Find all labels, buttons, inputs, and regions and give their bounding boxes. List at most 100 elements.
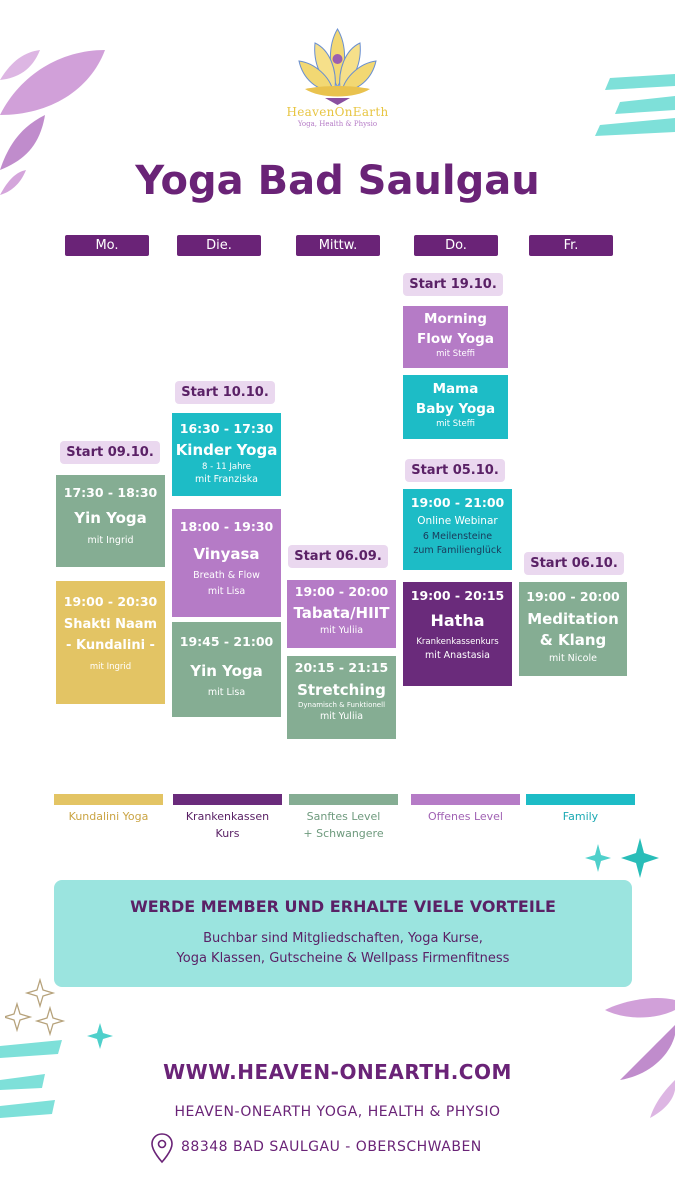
start-date-thursday-morning: Start 19.10. bbox=[403, 273, 503, 296]
member-heading: WERDE MEMBER UND ERHALTE VIELE VORTEILE bbox=[130, 897, 556, 916]
class-name-subtitle: & Klang bbox=[539, 631, 607, 649]
class-card-yin-yoga-tuesday[interactable]: 19:45 - 21:00 Yin Yoga mit Lisa bbox=[172, 622, 281, 717]
legend-bar-family bbox=[526, 794, 635, 805]
class-card-kinder-yoga[interactable]: 16:30 - 17:30 Kinder Yoga 8 - 11 Jahre m… bbox=[172, 413, 281, 496]
class-name-subtitle: - Kundalini - bbox=[66, 638, 155, 653]
class-age: 8 - 11 Jahre bbox=[201, 462, 252, 472]
class-card-morning-flow-yoga[interactable]: Morning Flow Yoga mit Steffi bbox=[403, 306, 508, 368]
class-teacher: mit Lisa bbox=[207, 687, 246, 698]
class-teacher: mit Steffi bbox=[436, 349, 475, 359]
member-promo-box[interactable]: WERDE MEMBER UND ERHALTE VIELE VORTEILE … bbox=[54, 880, 632, 987]
class-time: 20:15 - 21:15 bbox=[294, 660, 389, 675]
class-name: Meditation bbox=[527, 610, 619, 628]
brush-stroke-top-right bbox=[595, 74, 675, 136]
class-time: 19:00 - 21:00 bbox=[410, 495, 505, 510]
start-date-wednesday: Start 06.09. bbox=[288, 545, 388, 568]
class-name: Mama bbox=[432, 381, 479, 397]
class-card-hatha[interactable]: 19:00 - 20:15 Hatha Krankenkassenkurs mi… bbox=[403, 582, 512, 686]
legend-text: Krankenkassen bbox=[185, 810, 270, 823]
class-teacher: mit Yuliia bbox=[319, 625, 364, 636]
class-teacher: mit Anastasia bbox=[425, 650, 490, 661]
legend: Kundalini Yoga Krankenkassen Kurs Sanfte… bbox=[0, 794, 675, 854]
class-time: 16:30 - 17:30 bbox=[179, 421, 274, 436]
class-card-meditation-klang[interactable]: 19:00 - 20:00 Meditation & Klang mit Nic… bbox=[519, 582, 627, 676]
class-subtitle-2: zum Familienglück bbox=[413, 545, 502, 556]
start-date-monday: Start 09.10. bbox=[60, 441, 160, 464]
legend-text: Family bbox=[562, 810, 599, 823]
class-time: 19:45 - 21:00 bbox=[179, 634, 274, 649]
organization-name: HEAVEN-ONEARTH YOGA, HEALTH & PHYSIO bbox=[174, 1104, 501, 1120]
start-date-tuesday: Start 10.10. bbox=[175, 381, 275, 404]
class-name: Kinder Yoga bbox=[175, 441, 278, 459]
class-teacher: mit Yuliia bbox=[319, 711, 364, 722]
class-teacher: mit Ingrid bbox=[87, 535, 134, 546]
legend-label-sanftes-level: Sanftes Level + Schwangere bbox=[279, 808, 408, 842]
website-link[interactable]: WWW.HEAVEN-ONEARTH.COM bbox=[163, 1060, 512, 1084]
class-subtitle: 6 Meilensteine bbox=[422, 531, 493, 542]
sparkle-icon-left bbox=[5, 978, 113, 1049]
brand-tagline: Yoga, Health & Physio bbox=[297, 120, 378, 128]
legend-label-kundalini: Kundalini Yoga bbox=[44, 808, 173, 825]
class-name: Yin Yoga bbox=[190, 662, 263, 680]
day-header-thursday: Do. bbox=[414, 235, 498, 256]
legend-label-krankenkassen: Krankenkassen Kurs bbox=[163, 808, 292, 842]
class-card-mama-baby-yoga[interactable]: Mama Baby Yoga mit Steffi bbox=[403, 375, 508, 439]
legend-bar-krankenkassen bbox=[173, 794, 282, 805]
class-card-online-webinar[interactable]: 19:00 - 21:00 Online Webinar 6 Meilenste… bbox=[403, 489, 512, 570]
class-teacher: mit Steffi bbox=[436, 419, 475, 429]
class-time: 19:00 - 20:15 bbox=[410, 588, 505, 603]
page-title: Yoga Bad Saulgau bbox=[135, 158, 540, 204]
class-card-yin-yoga-monday[interactable]: 17:30 - 18:30 Yin Yoga mit Ingrid bbox=[56, 475, 165, 567]
brush-stroke-bottom-left bbox=[0, 1040, 62, 1118]
class-name-subtitle: Flow Yoga bbox=[417, 331, 494, 347]
lotus-icon bbox=[298, 28, 377, 105]
start-date-friday: Start 06.10. bbox=[524, 552, 624, 575]
member-text-line2: Yoga Klassen, Gutscheine & Wellpass Firm… bbox=[176, 951, 510, 966]
legend-text-2: + Schwangere bbox=[303, 827, 384, 840]
brand-logo: HeavenOnEarth Yoga, Health & Physio bbox=[270, 25, 405, 135]
class-time: 19:00 - 20:00 bbox=[294, 584, 389, 599]
day-header-monday: Mo. bbox=[65, 235, 149, 256]
class-name: Shakti Naam bbox=[63, 617, 158, 632]
class-teacher: mit Ingrid bbox=[89, 662, 132, 672]
leaf-decoration-top-left bbox=[0, 50, 105, 195]
class-name: Yin Yoga bbox=[74, 509, 147, 527]
class-teacher: mit Franziska bbox=[195, 474, 258, 485]
legend-text: Kundalini Yoga bbox=[68, 810, 149, 823]
legend-bar-kundalini bbox=[54, 794, 163, 805]
class-time: 17:30 - 18:30 bbox=[63, 485, 158, 500]
legend-bar-offenes-level bbox=[411, 794, 520, 805]
class-teacher: mit Lisa bbox=[207, 586, 246, 597]
member-text-line1: Buchbar sind Mitgliedschaften, Yoga Kurs… bbox=[203, 931, 483, 946]
class-card-shakti-naam-kundalini[interactable]: 19:00 - 20:30 Shakti Naam - Kundalini - … bbox=[56, 581, 165, 704]
class-name: Vinyasa bbox=[193, 545, 260, 563]
legend-label-offenes-level: Offenes Level bbox=[401, 808, 530, 825]
legend-text: Sanftes Level bbox=[306, 810, 381, 823]
class-name-subtitle: Baby Yoga bbox=[415, 401, 496, 417]
day-header-friday: Fr. bbox=[529, 235, 613, 256]
location-pin-icon bbox=[151, 1133, 173, 1164]
class-subtitle: Krankenkassenkurs bbox=[416, 637, 499, 647]
legend-text: Offenes Level bbox=[427, 810, 503, 823]
sparkle-icon-right bbox=[585, 838, 659, 878]
class-time: 19:00 - 20:00 bbox=[526, 589, 620, 604]
class-name: Stretching bbox=[297, 681, 386, 699]
class-name: Tabata/HIIT bbox=[293, 604, 390, 622]
brand-name: HeavenOnEarth bbox=[286, 105, 389, 119]
class-card-vinyasa[interactable]: 18:00 - 19:30 Vinyasa Breath & Flow mit … bbox=[172, 509, 281, 617]
start-date-thursday-webinar: Start 05.10. bbox=[405, 459, 505, 482]
day-header-tuesday: Die. bbox=[177, 235, 261, 256]
class-name: Hatha bbox=[430, 611, 485, 630]
class-name: Morning bbox=[424, 311, 487, 327]
class-card-tabata-hiit[interactable]: 19:00 - 20:00 Tabata/HIIT mit Yuliia bbox=[287, 580, 396, 648]
class-time: 18:00 - 19:30 bbox=[179, 519, 274, 534]
legend-label-family: Family bbox=[516, 808, 645, 825]
day-header-wednesday: Mittw. bbox=[296, 235, 380, 256]
class-name: Online Webinar bbox=[417, 515, 498, 527]
class-card-stretching[interactable]: 20:15 - 21:15 Stretching Dynamisch & Fun… bbox=[287, 656, 396, 739]
class-time: 19:00 - 20:30 bbox=[63, 594, 158, 609]
legend-text-2: Kurs bbox=[215, 827, 240, 840]
leaf-decoration-bottom-right bbox=[605, 998, 675, 1118]
class-teacher: mit Nicole bbox=[549, 653, 597, 664]
legend-bar-sanftes-level bbox=[289, 794, 398, 805]
